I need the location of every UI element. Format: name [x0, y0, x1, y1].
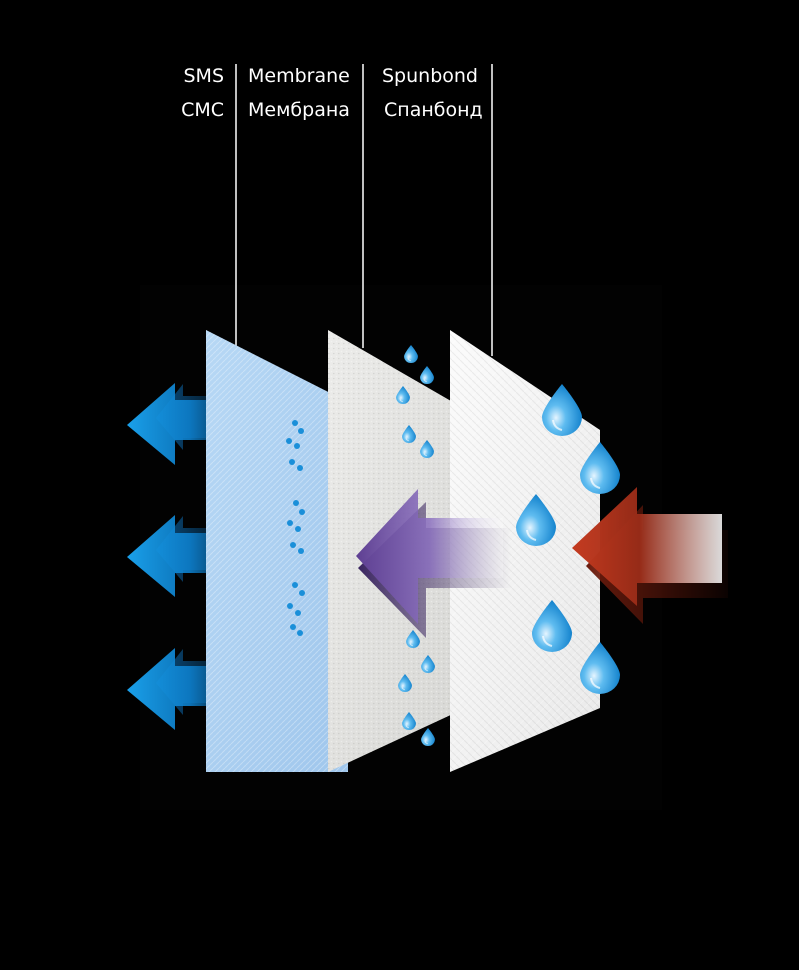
- label-membrane-ru: Мембрана: [248, 99, 350, 121]
- sms-droplets: [286, 420, 305, 636]
- layer-sms: [206, 330, 348, 772]
- label-sms-ru: СМС: [181, 99, 224, 121]
- label-sms-en: SMS: [183, 65, 224, 87]
- label-spunbond-ru: Спанбонд: [384, 99, 483, 121]
- inflow-arrow: [572, 487, 728, 624]
- label-membrane-en: Membrane: [248, 65, 350, 87]
- layer-spunbond: [450, 330, 600, 772]
- membrane-flow-arrow: [356, 489, 511, 638]
- label-spunbond-en: Spunbond: [382, 65, 478, 87]
